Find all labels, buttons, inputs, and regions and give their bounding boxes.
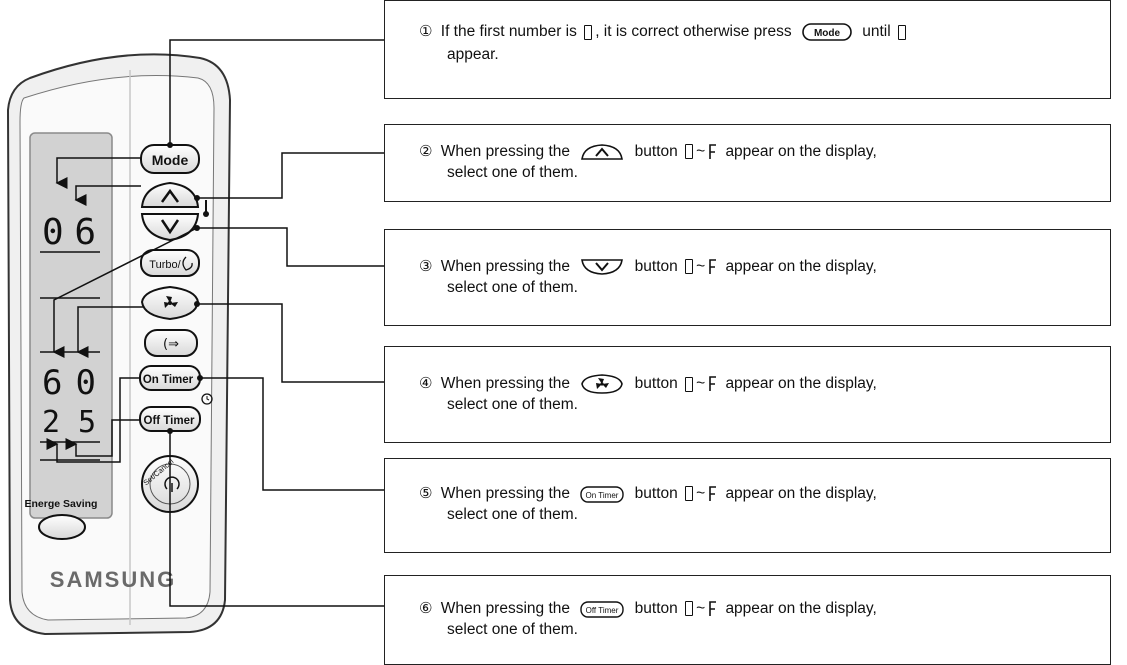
step-text: appear on the display, [725,485,877,502]
digit-f-icon [709,486,717,501]
step-text: button [634,143,678,160]
clock-icon [201,393,213,405]
step-text: appear on the display, [725,143,877,160]
up-button-icon [581,144,624,160]
step-text: appear. [447,46,499,63]
step-text: button [634,258,678,275]
digit-zero-icon [685,144,694,160]
off-timer-button-label: Off Timer [144,415,195,427]
step-text: When pressing the [440,143,571,160]
lcd-panel [29,132,113,519]
digit-f-icon [709,376,717,391]
energe-saving-label: Energe Saving [25,498,98,510]
on-timer-icon-label: On Timer [586,491,619,500]
swing-icon: (⇒ [163,337,179,352]
step-text: When pressing the [440,258,571,275]
digit-zero-icon [685,601,694,617]
step-text: appear on the display, [725,375,877,393]
step-text: If the first number is [440,23,577,41]
step-text: button [634,600,678,617]
off-timer-icon-label: Off Timer [586,606,619,615]
digit-f-icon [709,601,717,616]
digit-f-icon [709,144,717,159]
step-text: select one of them. [447,396,578,413]
digit-zero-icon [685,486,694,502]
fan-icon [164,296,178,308]
turbo-button[interactable] [140,249,200,277]
step-box-5: ⑤ When pressing the On Timer button ~ ap… [384,458,1111,553]
digit-f-icon [709,259,717,274]
step-text: When pressing the [440,600,571,617]
step-box-4: ④ When pressing the button ~ appear on t… [384,346,1111,443]
step-text: until [862,23,891,41]
turbo-button-label: Turbo/ [149,259,181,271]
mode-button-icon-label: Mode [814,28,841,39]
step-number: ③ [419,257,433,275]
step-text: When pressing the [440,485,571,502]
step-box-1: ① If the first number is , it is correct… [384,0,1111,99]
step-box-6: ⑥ When pressing the Off Timer button ~ a… [384,575,1111,665]
on-timer-button-label: On Timer [143,374,194,386]
step-text: appear on the display, [725,258,877,275]
step-text: When pressing the [440,375,571,393]
step-number: ② [419,142,433,160]
connector-lines [46,39,384,607]
digit-zero-icon [685,376,694,392]
on-timer-button-icon: On Timer [580,486,625,503]
step-text: select one of them. [447,621,578,638]
step-text: select one of them. [447,506,578,523]
remote-buttons: Mode Turbo/ (⇒ On Timer [25,144,213,540]
step-box-2: ② When pressing the button ~ appear on t… [384,124,1111,202]
step-text: select one of them. [447,279,578,296]
digit-zero-icon [685,259,694,275]
energe-saving-button[interactable] [38,514,86,540]
fan-button-icon [581,374,624,394]
step-box-3: ③ When pressing the button ~ appear on t… [384,229,1111,326]
swing-button[interactable] [144,329,198,357]
step-text: button [634,485,678,502]
brand-logo: SAMSUNG [50,567,176,592]
moon-icon [182,256,193,271]
step-number: ④ [419,374,433,393]
step-text: , it is correct otherwise press [595,23,792,41]
thermometer-icon [203,200,209,217]
mode-button-label: Mode [152,152,189,168]
digit-zero-icon [897,24,906,40]
step-number: ⑥ [419,599,433,617]
step-number: ⑤ [419,484,433,502]
off-timer-button-icon: Off Timer [580,601,625,618]
step-text: appear on the display, [725,600,877,617]
mode-button-icon: Mode [802,23,852,41]
power-icon [164,476,180,492]
step-text: button [634,375,678,393]
step-text: select one of them. [447,164,578,181]
digit-zero-icon [584,24,593,40]
down-button-icon [581,259,624,275]
step-number: ① [419,22,433,41]
temp-down-button[interactable] [140,213,200,242]
